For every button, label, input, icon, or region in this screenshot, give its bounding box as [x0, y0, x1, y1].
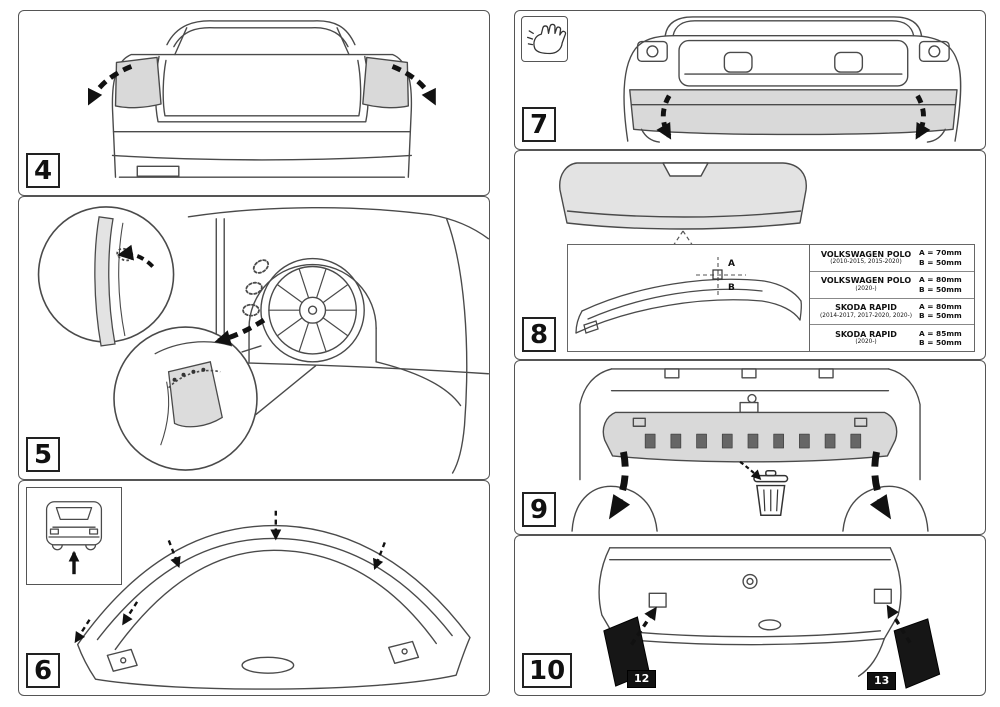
wheel-arch-fastener-illustration — [37, 206, 489, 474]
taillight-right — [362, 56, 410, 109]
table-row: SKODA RAPID (2014-2017, 2017-2020, 2020-… — [810, 299, 974, 326]
step-number-4: 4 — [26, 153, 60, 188]
vehicle-years: (2020-) — [855, 285, 877, 292]
valance-removal-arrows — [608, 451, 892, 520]
dim-b-value: B = 50mm — [919, 338, 962, 348]
dim-a-value: A = 70mm — [919, 248, 962, 258]
mudflap-install-arrows — [630, 604, 912, 646]
underbody-structure — [571, 368, 929, 532]
mount-hole-left — [648, 592, 667, 608]
vehicle-model: SKODA RAPID — [835, 329, 897, 339]
step-number-5: 5 — [26, 437, 60, 472]
sedan-rear-trunk-open-illustration — [87, 20, 437, 178]
wheel-spokes — [268, 268, 357, 353]
step-number-7: 7 — [522, 107, 556, 142]
taillight-left — [636, 40, 668, 62]
dimension-sketch: A B — [568, 245, 809, 351]
car-orientation-inset — [26, 487, 122, 585]
taillight-removal-arrows — [87, 64, 437, 106]
sedan-body-outline — [111, 20, 413, 178]
taillight-right — [918, 40, 950, 62]
seat-headrest-right — [834, 51, 864, 73]
dim-b-value: B = 50mm — [919, 257, 962, 267]
hand-caution-icon — [526, 23, 567, 55]
step-number-9: 9 — [522, 492, 556, 527]
mount-hole-right — [873, 588, 892, 604]
table-row: VOLKSWAGEN POLO (2020-) A = 80mm B = 50m… — [810, 272, 974, 299]
dim-label-a: A — [728, 259, 735, 269]
right-bracket — [388, 640, 420, 664]
step-number-8: 8 — [522, 317, 556, 352]
vehicle-years: (2020-) — [855, 339, 877, 346]
rear-bumper — [629, 89, 958, 136]
valance-slots — [644, 433, 862, 449]
trim-panel — [76, 524, 471, 690]
bumper-shell — [559, 162, 807, 230]
dim-label-b: B — [728, 283, 735, 293]
dimension-lines — [696, 257, 746, 295]
panel-step-9: 9 — [514, 360, 986, 535]
bumper-removal-arrows — [656, 94, 931, 140]
part-label-13: 13 — [867, 672, 897, 691]
mudflap-install-illustration — [598, 547, 941, 689]
dim-a-value: A = 80mm — [919, 275, 962, 284]
taillight-left — [114, 56, 162, 109]
vehicle-model: SKODA RAPID — [835, 303, 897, 313]
bumper-underside-illustration — [74, 510, 471, 690]
clip-location-arrows — [74, 510, 386, 644]
step-number-10: 10 — [522, 653, 573, 688]
dim-a-value: A = 80mm — [919, 301, 962, 311]
trim-oval-hole — [241, 656, 295, 674]
underside-valance-illustration — [571, 368, 929, 532]
panel-step-6: 6 — [18, 480, 490, 696]
step-number-6: 6 — [26, 653, 60, 688]
liner-removal-arrow — [214, 318, 266, 346]
hatchback-body — [623, 16, 962, 143]
dimension-detail-box: A B VOLKSWAGEN POLO (2010-2015, 2015-202… — [567, 244, 975, 352]
vehicle-model: VOLKSWAGEN POLO — [820, 249, 912, 259]
panel-step-7: 7 — [514, 10, 986, 150]
panel-step-5: 5 — [18, 196, 490, 480]
panel-step-10: 12 13 10 — [514, 535, 986, 696]
seat-headrest-left — [723, 51, 753, 73]
panel-step-4: 4 — [18, 10, 490, 196]
bumper-dimension-sketch: A B — [575, 257, 803, 334]
magnifier-liner-flap — [113, 326, 258, 471]
vehicle-years: (2014-2017, 2017-2020, 2020-) — [820, 312, 912, 319]
trash-bin-icon — [739, 460, 789, 516]
mudflap-right — [893, 618, 941, 689]
left-bracket — [106, 648, 138, 672]
table-row: SKODA RAPID (2020-) A = 85mm B = 50mm — [810, 325, 974, 351]
magnifier-door-edge — [37, 206, 175, 347]
panel-step-8: A B VOLKSWAGEN POLO (2010-2015, 2015-202… — [514, 150, 986, 360]
vehicle-model: VOLKSWAGEN POLO — [820, 276, 912, 286]
hatchback-rear-bumper-illustration — [623, 16, 962, 143]
part-label-12: 12 — [627, 670, 657, 689]
table-row: VOLKSWAGEN POLO (2010-2015, 2015-2020) A… — [810, 245, 974, 272]
hand-caution-box — [521, 16, 568, 62]
dim-b-value: B = 50mm — [919, 311, 962, 321]
bumper-rear-view-illustration — [559, 162, 807, 247]
dim-a-value: A = 85mm — [919, 328, 962, 338]
vehicle-spec-table: VOLKSWAGEN POLO (2010-2015, 2015-2020) A… — [809, 245, 974, 351]
vehicle-years: (2010-2015, 2015-2020) — [830, 259, 902, 266]
dim-b-value: B = 50mm — [919, 284, 962, 294]
arch-liner-clips — [242, 259, 270, 317]
car-rear-mini-illustration — [45, 501, 103, 575]
leader-lines — [672, 230, 694, 247]
